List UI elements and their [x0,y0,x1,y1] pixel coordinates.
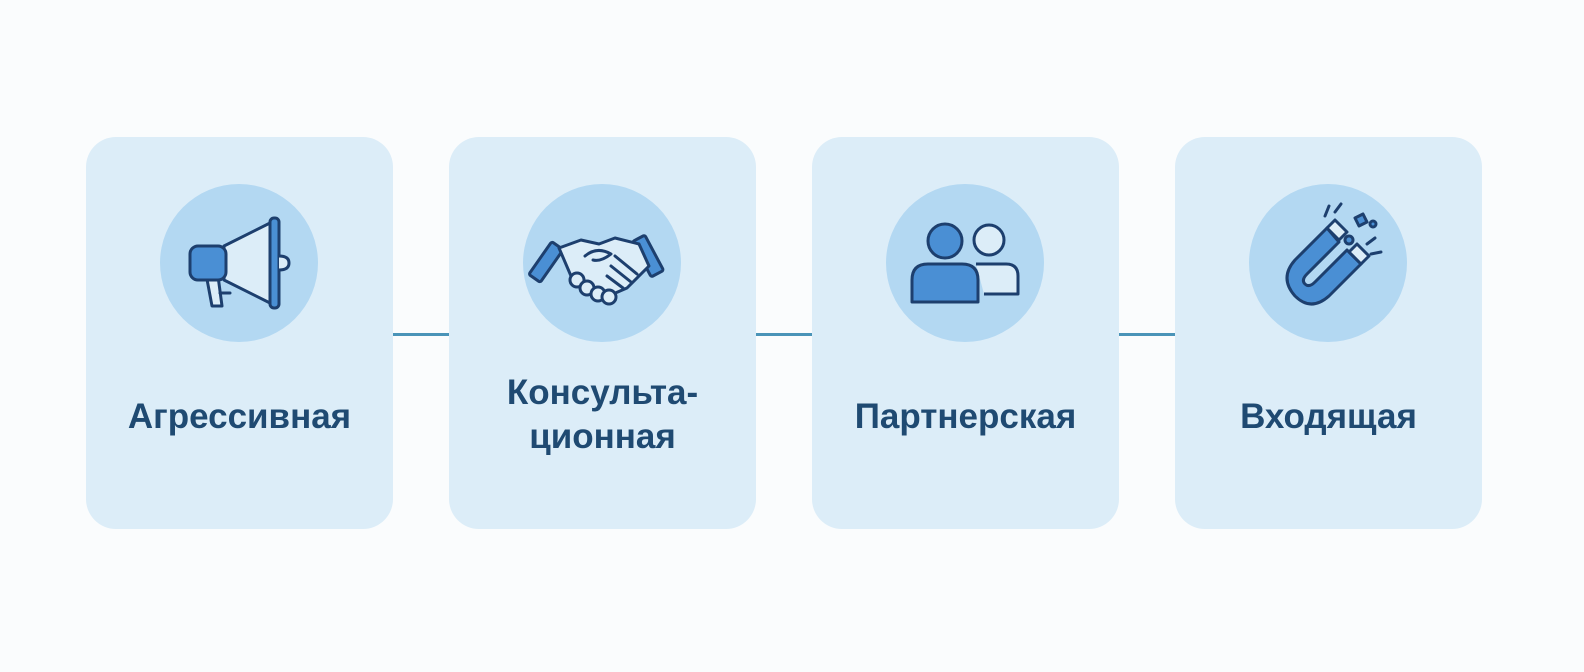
icon-circle [160,184,318,342]
card-label: Консульта- ционная [506,373,699,456]
icon-circle [886,184,1044,342]
card-label: Входящая [1240,397,1417,436]
card-partner: Партнерская [812,137,1119,529]
connector-line-1 [393,333,449,336]
icon-circle [1249,184,1407,342]
card-inbound: Входящая [1175,137,1482,529]
megaphone-icon [188,216,291,310]
icon-circle [523,184,681,342]
connector-line-2 [755,333,812,336]
card-aggressive: Агрессивная [86,137,393,529]
people-icon [910,222,1020,304]
connector-line-3 [1118,333,1175,336]
handshake-icon [528,234,665,306]
magnet-icon [1285,202,1383,306]
card-label: Партнерская [854,397,1077,436]
card-label: Агрессивная [127,397,352,436]
card-consultative: Консульта- ционная [449,137,756,529]
